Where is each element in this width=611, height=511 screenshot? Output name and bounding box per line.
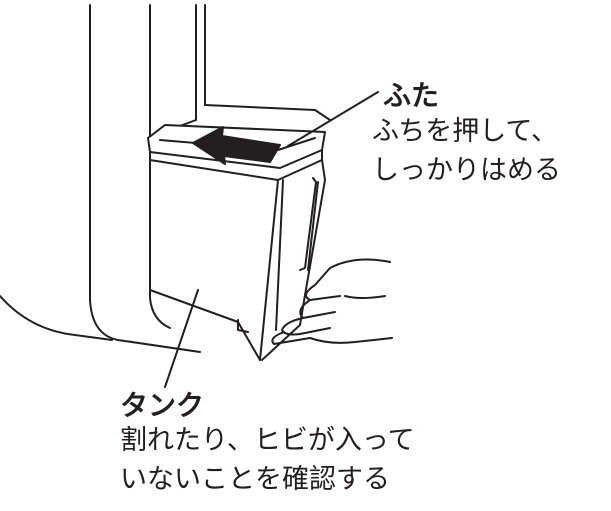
lid-instruction-line-1: ふちを押して、: [372, 116, 559, 147]
lid-label-title: ふた: [383, 79, 440, 112]
appliance-body: [0, 4, 206, 353]
lid-leader-line: [287, 91, 379, 147]
lid-instruction-line-2: しっかりはめる: [372, 155, 561, 186]
tank-label-title: タンク: [120, 389, 205, 422]
tank-instruction-line-2: いないことを確認する: [120, 464, 390, 495]
tank: [149, 159, 326, 361]
tank-instruction-line-1: 割れたり、ヒビが入って: [120, 425, 415, 456]
hand: [271, 258, 393, 345]
tank-leader-line: [164, 289, 199, 388]
push-arrow-icon: [192, 126, 281, 165]
